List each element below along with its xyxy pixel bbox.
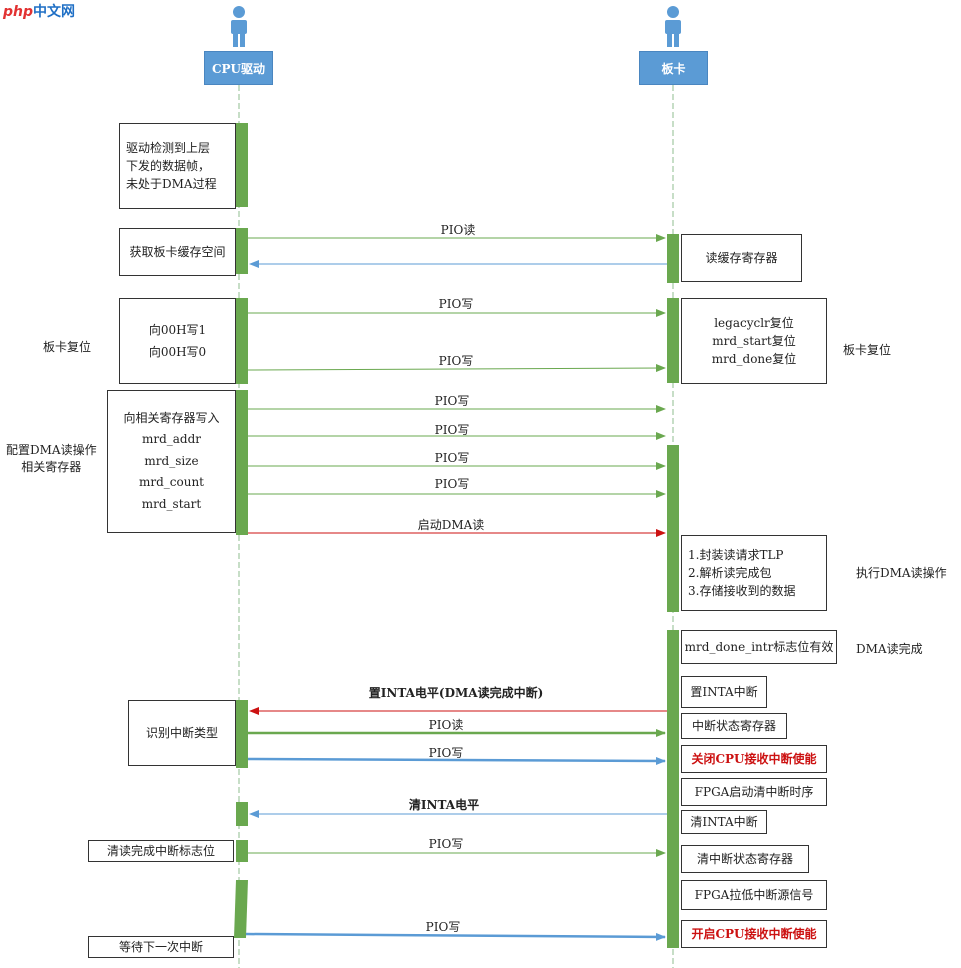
cpu-activation-3 [236, 298, 248, 384]
side-label-right-exec: 执行DMA读操作 [856, 566, 947, 580]
side-label-left-config: 配置DMA读操作 相关寄存器 [6, 443, 97, 474]
note-fpga-clear-seq: FPGA启动清中断时序 [681, 778, 827, 806]
msg-label-start-dma: 启动DMA读 [417, 518, 485, 532]
board-activation-1 [667, 234, 679, 283]
note-read-cache-reg: 读缓存寄存器 [681, 234, 802, 282]
note-config-registers: 向相关寄存器写入 mrd_addr mrd_size mrd_count mrd… [107, 390, 236, 533]
note-get-board-cache: 获取板卡缓存空间 [119, 228, 236, 276]
watermark-logo: php中文网 [3, 4, 76, 20]
actor-cpu-driver: CPU驱动 [204, 51, 273, 85]
cpu-activation-7 [236, 840, 248, 862]
msg-label-pio-write-4: PIO写 [434, 423, 470, 437]
msg-label-set-inta-level: 置INTA电平(DMA读完成中断) [368, 686, 544, 700]
note-wait-next: 等待下一次中断 [88, 936, 234, 958]
note-clear-inta: 清INTA中断 [681, 810, 767, 834]
actor-board: 板卡 [639, 51, 708, 85]
msg-label-pio-read-1: PIO读 [440, 223, 476, 237]
msg-label-pio-read-2: PIO读 [428, 718, 464, 732]
note-enable-intr: 开启CPU接收中断使能 [681, 920, 827, 948]
note-dma-steps: 1.封装读请求TLP 2.解析读完成包 3.存储接收到的数据 [681, 535, 827, 611]
arrow-pio-write-2 [247, 364, 666, 373]
msg-label-pio-write-7: PIO写 [428, 746, 464, 760]
cpu-activations [234, 123, 248, 938]
cpu-activation-5 [236, 700, 248, 768]
note-done-flag: mrd_done_intr标志位有效 [681, 630, 837, 664]
board-activation-4 [667, 630, 679, 948]
cpu-activation-4 [236, 390, 248, 535]
msg-label-pio-write-5: PIO写 [434, 451, 470, 465]
note-intr-status: 中断状态寄存器 [681, 713, 787, 739]
cpu-activation-8 [234, 880, 248, 938]
msg-label-pio-write-6: PIO写 [434, 477, 470, 491]
cpu-activation-2 [236, 228, 248, 274]
board-activations [667, 234, 679, 948]
cpu-actor-icon [231, 6, 247, 47]
msg-label-pio-write-9: PIO写 [425, 920, 461, 934]
board-activation-2 [667, 298, 679, 383]
note-clear-flag: 清读完成中断标志位 [88, 840, 234, 862]
note-fpga-pull-low: FPGA拉低中断源信号 [681, 880, 827, 910]
side-label-right-reset: 板卡复位 [843, 343, 892, 357]
arrow-pio-write-9 [245, 932, 666, 941]
msg-label-pio-write-8: PIO写 [428, 837, 464, 851]
note-identify-intr: 识别中断类型 [128, 700, 236, 766]
board-actor-icon [665, 6, 681, 47]
note-disable-intr: 关闭CPU接收中断使能 [681, 745, 827, 773]
msg-label-pio-write-3: PIO写 [434, 394, 470, 408]
note-reset-writes: 向00H写1 向00H写0 [119, 298, 236, 384]
cpu-activation-6 [236, 802, 248, 826]
note-clear-status: 清中断状态寄存器 [681, 845, 809, 873]
arrow-pio-write-7 [247, 756, 666, 765]
side-label-right-done: DMA读完成 [856, 642, 923, 656]
side-label-left-reset: 板卡复位 [43, 340, 92, 354]
note-resets: legacyclr复位 mrd_start复位 mrd_done复位 [681, 298, 827, 384]
board-activation-3 [667, 445, 679, 612]
msg-label-clear-inta-level: 清INTA电平 [408, 798, 480, 812]
note-detect-frame: 驱动检测到上层 下发的数据帧， 未处于DMA过程 [119, 123, 236, 209]
note-set-intr: 置INTA中断 [681, 676, 767, 708]
cpu-activation-1 [236, 123, 248, 207]
msg-label-pio-write-1: PIO写 [438, 297, 474, 311]
msg-label-pio-write-2: PIO写 [438, 354, 474, 368]
